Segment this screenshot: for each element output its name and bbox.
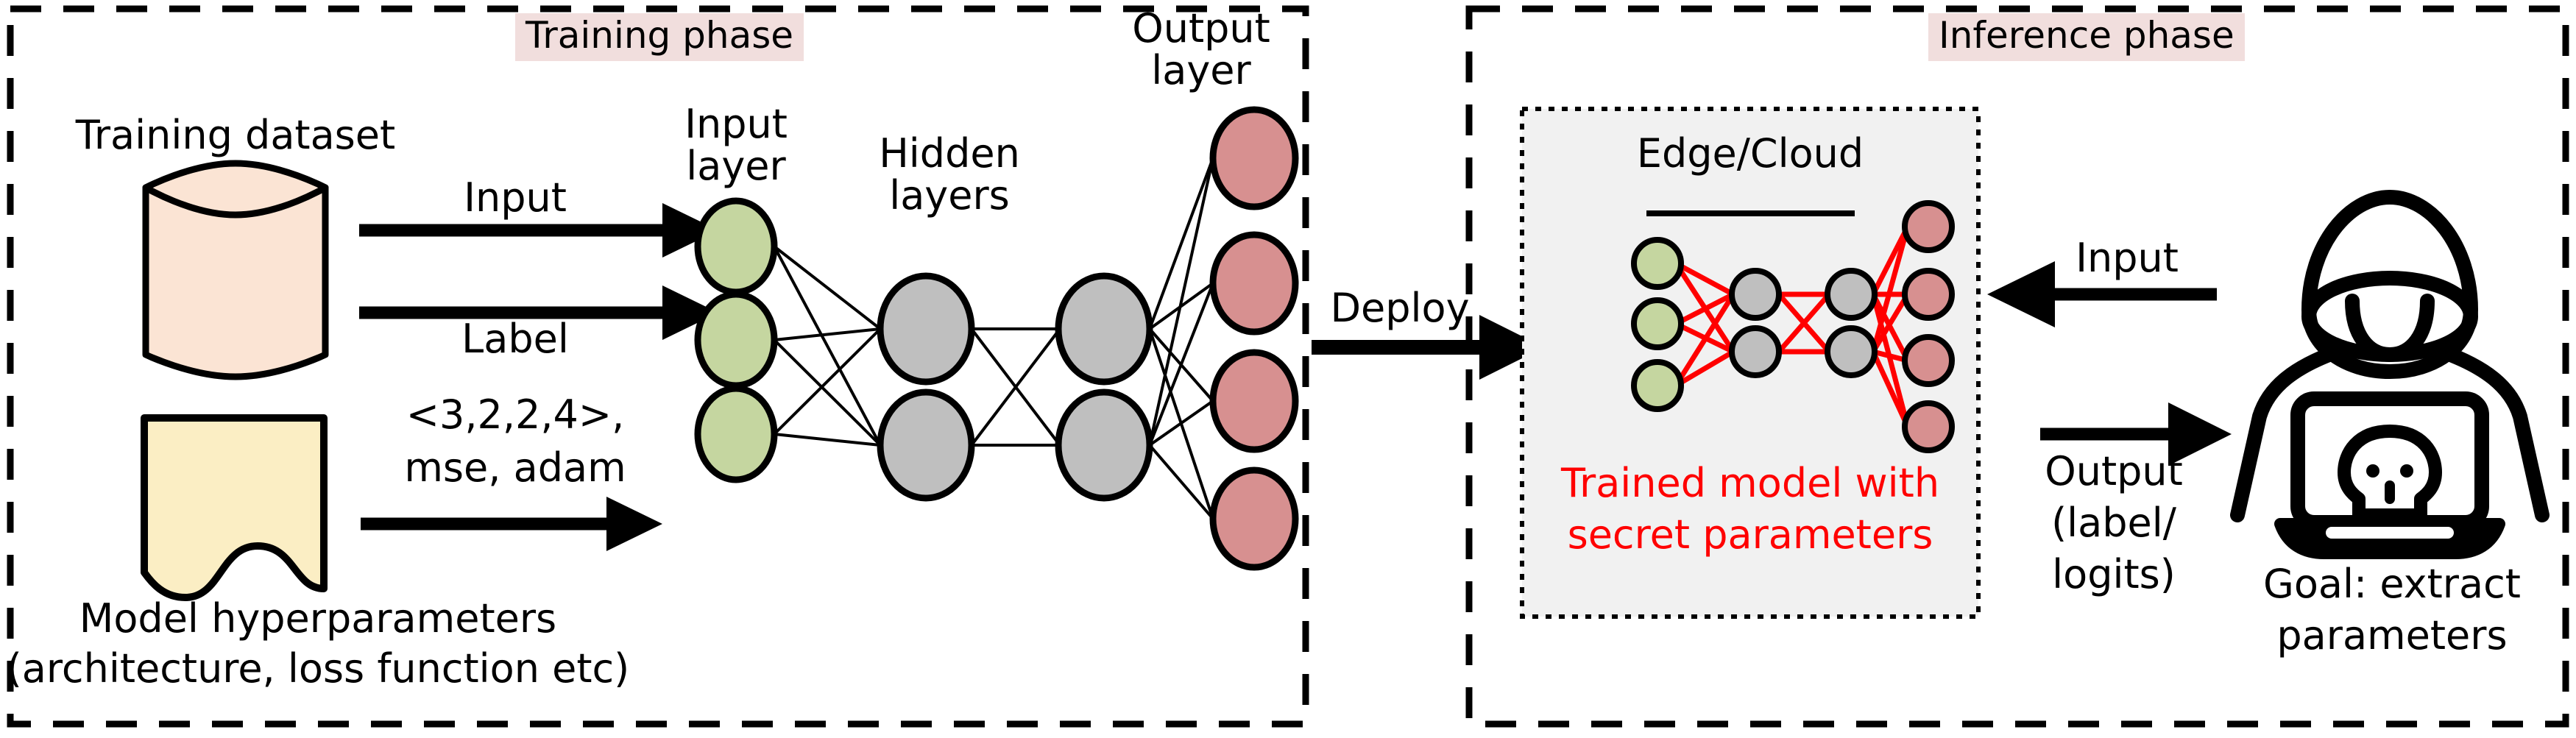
trained-model-secret-line1: Trained model with [1560, 460, 1940, 506]
input-arrow [359, 203, 718, 258]
training-neural-network [694, 106, 1299, 571]
label-arrow-label: Label [461, 316, 569, 362]
output-layer-label: Output layer [1132, 5, 1270, 94]
deployed-hidden-layer-2-nodes [1825, 268, 1878, 378]
input-layer-label: Input layer [684, 101, 788, 190]
hyperparameters-document-icon [141, 414, 328, 601]
training-phase-tag: Training phase [515, 13, 804, 61]
hyperparameters-arrow-line1: <3,2,2,4>, [406, 391, 625, 438]
label-arrow [359, 285, 718, 340]
inference-input-arrow [1987, 261, 2217, 327]
hyperparameters-arrow [361, 497, 662, 551]
hyperparameters-caption-line2: (architecture, loss function etc) [6, 645, 630, 692]
network-output-nodes [1209, 106, 1299, 571]
training-phase-panel [7, 5, 1309, 728]
inference-output-arrow [2040, 402, 2232, 466]
deployed-hidden-layer-1-nodes [1729, 268, 1782, 378]
training-dataset-cylinder-icon [142, 160, 329, 380]
network-edges [773, 157, 1214, 520]
input-arrow-label: Input [464, 174, 567, 221]
training-dataset-label: Training dataset [75, 112, 396, 158]
hidden-layers-label: Hidden layers [879, 130, 1020, 219]
inference-input-arrow-label: Input [2076, 235, 2179, 281]
deployed-output-nodes [1902, 200, 1955, 453]
deployed-input-nodes [1631, 237, 1684, 412]
network-hidden-layer-2-nodes [1055, 272, 1153, 502]
deploy-arrow-label: Deploy [1330, 285, 1470, 331]
deployed-neural-network [1631, 200, 1955, 453]
deploy-arrow [1312, 315, 1544, 380]
network-input-nodes [694, 197, 778, 483]
edge-cloud-title: Edge/Cloud [1636, 130, 1864, 177]
inference-output-label-line1: Output [2045, 448, 2183, 494]
hooded-attacker-icon [2230, 190, 2550, 559]
inference-output-label-line3: logits) [2052, 551, 2176, 597]
trained-model-secret-line2: secret parameters [1567, 511, 1933, 558]
network-hidden-layer-1-nodes [877, 272, 975, 502]
inference-output-label-line2: (label/ [2051, 500, 2176, 546]
inference-phase-tag: Inference phase [1928, 13, 2245, 61]
attacker-goal-line1: Goal: extract [2263, 561, 2521, 607]
hyperparameters-arrow-line2: mse, adam [404, 444, 626, 491]
hyperparameters-caption-line1: Model hyperparameters [79, 595, 557, 642]
attacker-goal-line2: parameters [2276, 612, 2508, 659]
inference-phase-panel [1465, 5, 2569, 728]
